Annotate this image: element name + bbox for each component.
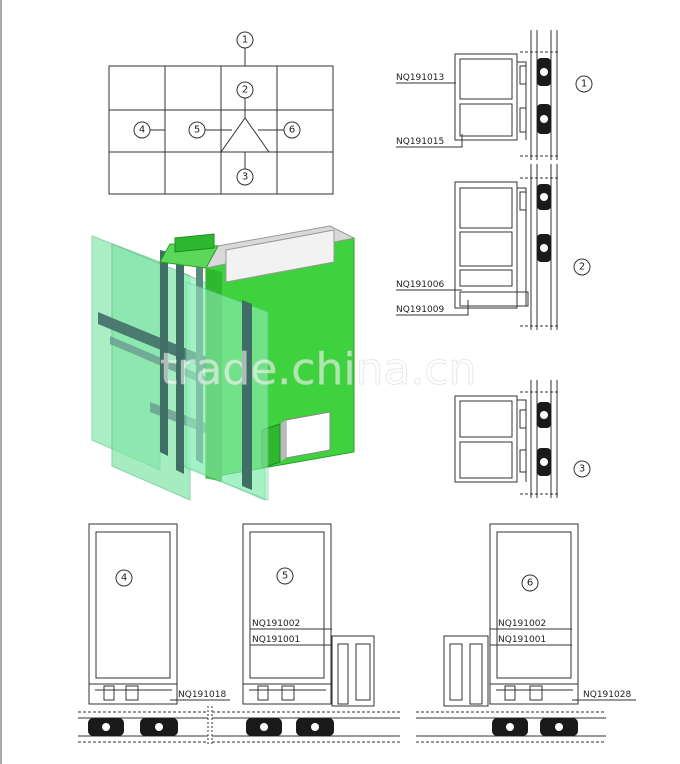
marker-1-label: 1 — [242, 35, 248, 46]
section-marker-2: 2 — [579, 262, 585, 273]
section-marker-4: 4 — [121, 573, 127, 584]
marker-1: 1 — [236, 31, 254, 49]
hsection-5-circle — [276, 567, 294, 585]
key-plan-markers: 1 2 3 4 5 6 — [133, 31, 301, 186]
part-label-nq191018: NQ191018 — [178, 690, 226, 700]
marker-5: 5 — [188, 121, 206, 139]
horizontal-section-labels: NQ191018 NQ191002 NQ191001 NQ191002 NQ19… — [170, 619, 636, 701]
isometric-view — [91, 225, 356, 501]
hsection-4-circle — [115, 569, 133, 587]
part-label-nq191015: NQ191015 — [396, 137, 444, 147]
part-label-nq191009: NQ191009 — [396, 305, 444, 315]
part-label-nq191002-b: NQ191002 — [498, 619, 546, 629]
part-label-nq191028: NQ191028 — [583, 690, 631, 700]
section-marker-5: 5 — [282, 571, 288, 582]
vertical-section-labels: NQ191013 NQ191015 NQ191006 NQ191009 1 2 … — [396, 73, 593, 478]
part-label-nq191001-a: NQ191001 — [252, 635, 300, 645]
vertical-section-1-gaskets — [537, 58, 551, 134]
watermark-text: trade.china.cn — [160, 344, 477, 395]
horizontal-section-5 — [242, 523, 375, 707]
vertical-section-2-gaskets — [537, 184, 551, 262]
marker-3-label: 3 — [242, 172, 248, 183]
marker-6: 6 — [283, 121, 301, 139]
marker-4: 4 — [133, 121, 151, 139]
horizontal-section-6 — [443, 523, 579, 707]
marker-2: 2 — [236, 81, 254, 99]
key-plan — [108, 48, 334, 195]
horizontal-section-4 — [88, 523, 178, 705]
part-label-nq191006: NQ191006 — [396, 280, 444, 290]
marker-4-label: 4 — [139, 125, 145, 136]
vertical-section-3-gaskets — [537, 402, 551, 476]
part-label-nq191001-b: NQ191001 — [498, 635, 546, 645]
part-label-nq191002-a: NQ191002 — [252, 619, 300, 629]
marker-2-label: 2 — [242, 85, 248, 96]
part-label-nq191013: NQ191013 — [396, 73, 444, 83]
vertical-section-3 — [454, 380, 560, 498]
vertical-section-1 — [454, 30, 560, 160]
bottom-gaskets — [88, 718, 578, 736]
marker-5-label: 5 — [194, 125, 200, 136]
marker-6-label: 6 — [289, 125, 295, 136]
section-marker-1: 1 — [581, 79, 587, 90]
section-marker-3: 3 — [579, 464, 585, 475]
hsection-6-circle — [521, 574, 539, 592]
section-marker-6: 6 — [527, 578, 533, 589]
marker-3: 3 — [236, 168, 254, 186]
